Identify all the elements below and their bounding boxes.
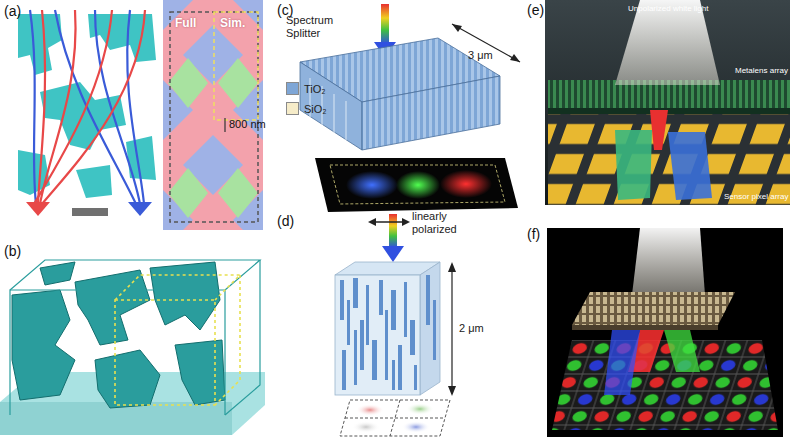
legend-text: TiO₂: [304, 83, 326, 95]
polarization-label: linearly polarized: [412, 210, 472, 235]
dimension-label: 2 μm: [459, 322, 484, 335]
light-label: Unpolarized white light: [628, 4, 709, 13]
dimension-label: 3 μm: [468, 49, 493, 62]
region-label: Full: [175, 17, 196, 31]
legend-entry: SiO₂: [286, 102, 327, 115]
panel-letter: (b): [4, 243, 21, 259]
dimension-label: 800 nm: [229, 118, 266, 131]
legend-entry: TiO₂: [286, 82, 326, 95]
panel-letter: (a): [4, 3, 21, 19]
panel-letter: (d): [277, 213, 294, 229]
region-label: Sim.: [220, 17, 245, 31]
panel-letter: (e): [527, 2, 544, 18]
panel-letter: (f): [527, 226, 540, 242]
legend-swatch: [286, 102, 299, 115]
legend-text: SiO₂: [304, 103, 327, 115]
layer-label: Sensor pixel array: [724, 192, 788, 201]
layer-label: Metalens array: [735, 66, 788, 75]
legend-swatch: [286, 82, 299, 95]
device-title: Spectrum Splitter: [286, 14, 350, 39]
